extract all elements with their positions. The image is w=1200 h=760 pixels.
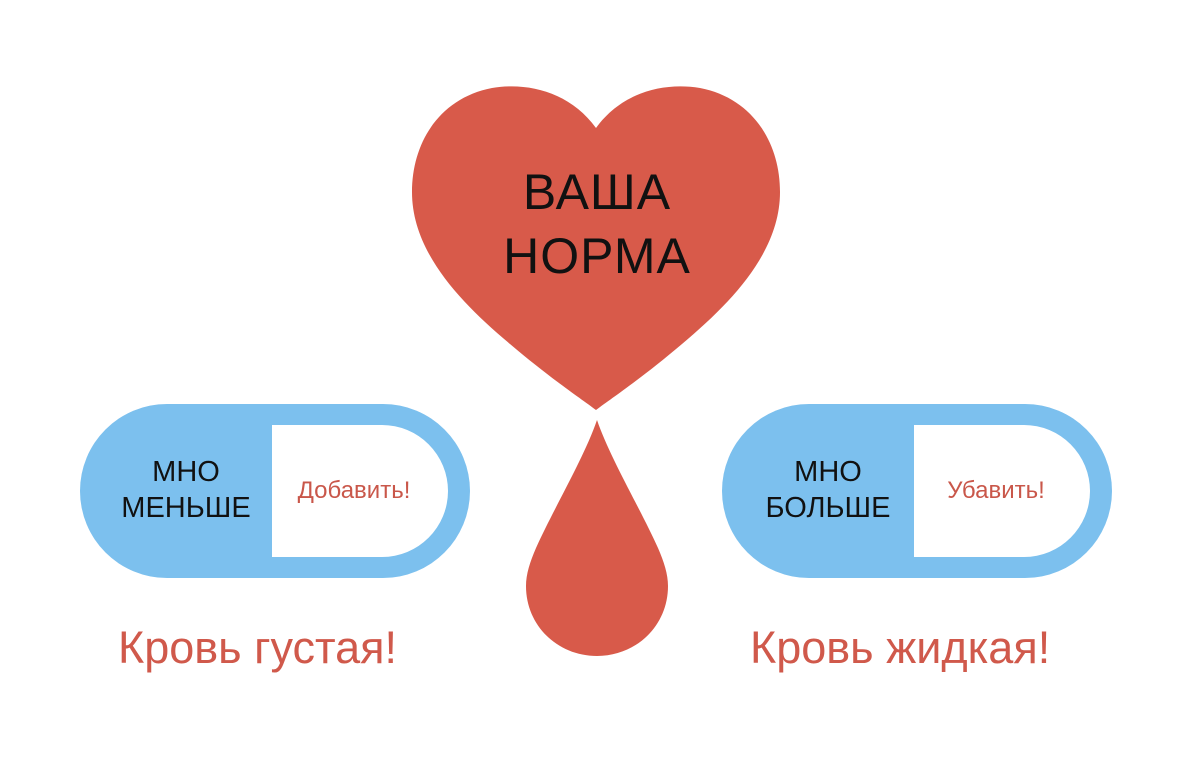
reduce-button[interactable]: Убавить! — [947, 477, 1045, 504]
right-pill-label: МНО БОЛЬШЕ — [742, 454, 914, 526]
right-caption: Кровь жидкая! — [750, 622, 1051, 673]
right-pill-action-panel[interactable]: Убавить! — [914, 425, 1090, 557]
left-pill-action-panel[interactable]: Добавить! — [272, 425, 448, 557]
heart-label-line2: НОРМА — [503, 228, 691, 284]
left-pill-label: МНО МЕНЬШЕ — [100, 454, 272, 526]
right-pill-label-line1: МНО — [794, 456, 862, 488]
heart-label-line1: ВАША — [522, 164, 672, 220]
heart-icon — [410, 82, 782, 412]
right-pill: МНО БОЛЬШЕ Убавить! — [722, 404, 1112, 578]
blood-drop-icon — [524, 418, 670, 658]
left-pill: МНО МЕНЬШЕ Добавить! — [80, 404, 470, 578]
heart-label: ВАША НОРМА — [412, 160, 782, 288]
left-caption: Кровь густая! — [118, 622, 398, 673]
right-pill-label-line2: БОЛЬШЕ — [765, 492, 891, 524]
left-pill-label-line2: МЕНЬШЕ — [121, 492, 251, 524]
left-pill-label-line1: МНО — [152, 456, 220, 488]
add-button[interactable]: Добавить! — [297, 477, 411, 504]
